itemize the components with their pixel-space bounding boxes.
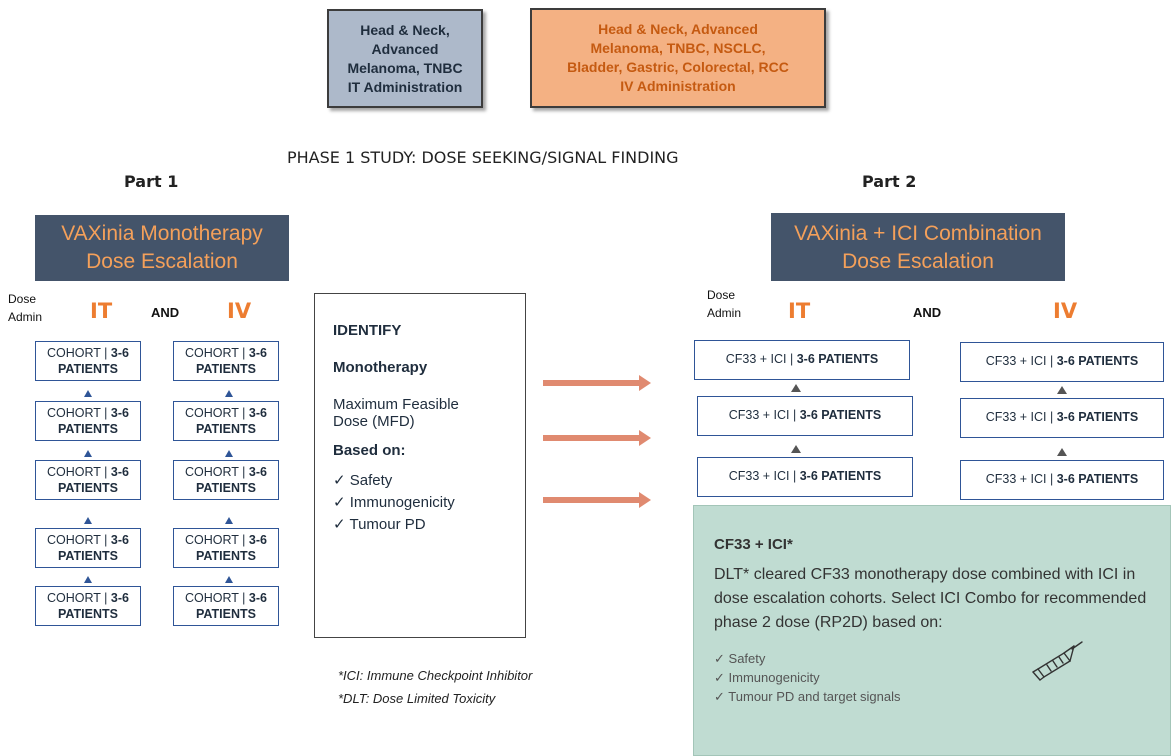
it-administration-box: Head & Neck, Advanced Melanoma, TNBC IT … bbox=[327, 9, 483, 108]
up-arrow bbox=[791, 384, 801, 392]
part2-label: Part 2 bbox=[862, 172, 917, 191]
green-body: DLT* cleared CF33 monotherapy dose combi… bbox=[714, 566, 1147, 631]
dose-label: Dose bbox=[8, 292, 37, 306]
dose-label: Dose bbox=[707, 288, 736, 302]
up-arrow bbox=[791, 445, 801, 453]
iv-box-line: Bladder, Gastric, Colorectal, RCC bbox=[567, 59, 789, 75]
iv-box-line: Melanoma, TNBC, NSCLC, bbox=[590, 40, 766, 56]
flow-arrow bbox=[543, 375, 651, 391]
part2-and: AND bbox=[913, 305, 942, 320]
part2-header: VAXinia + ICI Combination Dose Escalatio… bbox=[771, 213, 1065, 281]
part2-dose-admin: Dose Admin bbox=[707, 288, 741, 320]
identify-monotherapy: Monotherapy bbox=[333, 359, 428, 376]
it-box-line: Melanoma, TNBC bbox=[347, 59, 463, 76]
check-icon: ✓ bbox=[333, 516, 346, 533]
identify-box: IDENTIFY Monotherapy Maximum Feasible Do… bbox=[314, 293, 526, 638]
footnote-ici: *ICI: Immune Checkpoint Inhibitor bbox=[338, 668, 533, 683]
up-arrow bbox=[84, 390, 92, 397]
flow-arrow bbox=[543, 430, 651, 446]
green-checks: ✓ Safety ✓ Immunogenicity ✓ Tumour PD an… bbox=[714, 649, 1150, 706]
phase-title: PHASE 1 STUDY: DOSE SEEKING/SIGNAL FINDI… bbox=[287, 148, 679, 167]
up-arrow bbox=[84, 517, 92, 524]
green-title: CF33 + ICI* bbox=[714, 536, 793, 553]
part1-label: Part 1 bbox=[124, 172, 179, 191]
iv-box-line: Head & Neck, Advanced bbox=[598, 21, 758, 37]
part1-dose-admin: Dose Admin bbox=[8, 292, 42, 324]
identify-check-item: ✓ Tumour PD bbox=[333, 516, 426, 533]
up-arrow bbox=[225, 576, 233, 583]
identify-mfd-line2: Dose (MFD) bbox=[333, 413, 415, 430]
part2-header-line: VAXinia + ICI Combination bbox=[794, 222, 1042, 245]
part2-route-iv: IV bbox=[1053, 299, 1078, 323]
cf33-cohort-box: CF33 + ICI | 3-6 PATIENTS bbox=[697, 396, 913, 436]
up-arrow bbox=[84, 450, 92, 457]
cf33-cohort-box: CF33 + ICI | 3-6 PATIENTS bbox=[960, 342, 1164, 382]
up-arrow bbox=[225, 390, 233, 397]
green-check-item: ✓ Safety bbox=[714, 651, 766, 666]
green-check-item: ✓ Tumour PD and target signals bbox=[714, 689, 901, 704]
syringe-icon bbox=[1032, 641, 1083, 681]
cf33-cohort-box: CF33 + ICI | 3-6 PATIENTS bbox=[694, 340, 910, 380]
up-arrow bbox=[225, 450, 233, 457]
identify-check-item: ✓ Immunogenicity bbox=[333, 494, 455, 511]
identify-title: IDENTIFY bbox=[333, 322, 402, 339]
part1-and: AND bbox=[151, 305, 180, 320]
it-box-line: IT Administration bbox=[347, 78, 463, 95]
identify-mfd-line1: Maximum Feasible bbox=[333, 396, 459, 413]
check-icon: ✓ bbox=[333, 472, 346, 489]
admin-label: Admin bbox=[707, 306, 742, 320]
flow-arrow bbox=[543, 492, 651, 508]
part1-route-it: IT bbox=[90, 299, 113, 323]
part2-route-it: IT bbox=[788, 299, 811, 323]
cf33-ici-summary-box: CF33 + ICI* DLT* cleared CF33 monotherap… bbox=[693, 505, 1171, 756]
up-arrow bbox=[1057, 448, 1067, 456]
cf33-cohort-box: CF33 + ICI | 3-6 PATIENTS bbox=[960, 398, 1164, 438]
it-box-line: Head & Neck, bbox=[360, 21, 450, 38]
part1-route-iv: IV bbox=[227, 299, 252, 323]
part2-header-line: Dose Escalation bbox=[842, 250, 994, 273]
check-icon: ✓ bbox=[714, 670, 725, 685]
green-check-item: ✓ Immunogenicity bbox=[714, 670, 820, 685]
footnote-dlt: *DLT: Dose Limited Toxicity bbox=[338, 691, 496, 706]
cf33-cohort-box: CF33 + ICI | 3-6 PATIENTS bbox=[697, 457, 913, 497]
check-icon: ✓ bbox=[714, 689, 725, 704]
check-icon: ✓ bbox=[714, 651, 725, 666]
part1-header: VAXinia Monotherapy Dose Escalation bbox=[35, 215, 289, 281]
part1-header-line: Dose Escalation bbox=[86, 250, 238, 273]
admin-label: Admin bbox=[8, 310, 43, 324]
up-arrow bbox=[225, 517, 233, 524]
up-arrow bbox=[84, 576, 92, 583]
check-icon: ✓ bbox=[333, 494, 346, 511]
identify-based-on: Based on: bbox=[333, 442, 406, 459]
it-box-line: Advanced bbox=[371, 40, 439, 57]
cf33-cohort-box: CF33 + ICI | 3-6 PATIENTS bbox=[960, 460, 1164, 500]
iv-administration-box: Head & Neck, Advanced Melanoma, TNBC, NS… bbox=[530, 8, 826, 108]
iv-box-line: IV Administration bbox=[620, 78, 736, 94]
up-arrow bbox=[1057, 386, 1067, 394]
identify-check-item: ✓ Safety bbox=[333, 472, 393, 489]
part1-header-line: VAXinia Monotherapy bbox=[61, 222, 263, 245]
